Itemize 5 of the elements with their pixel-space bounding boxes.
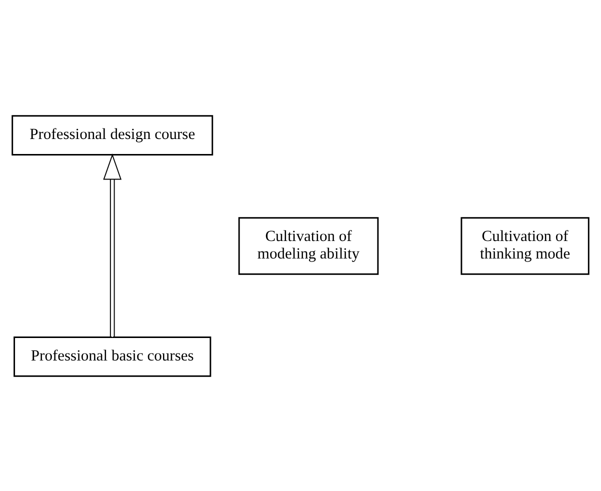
node-box: Professional design course	[12, 114, 214, 155]
node-box: Professional basic courses	[14, 336, 212, 376]
node-box: Cultivation of modeling ability	[238, 216, 379, 274]
arrow	[103, 152, 122, 337]
node-box: Cultivation of thinking mode	[460, 216, 590, 274]
